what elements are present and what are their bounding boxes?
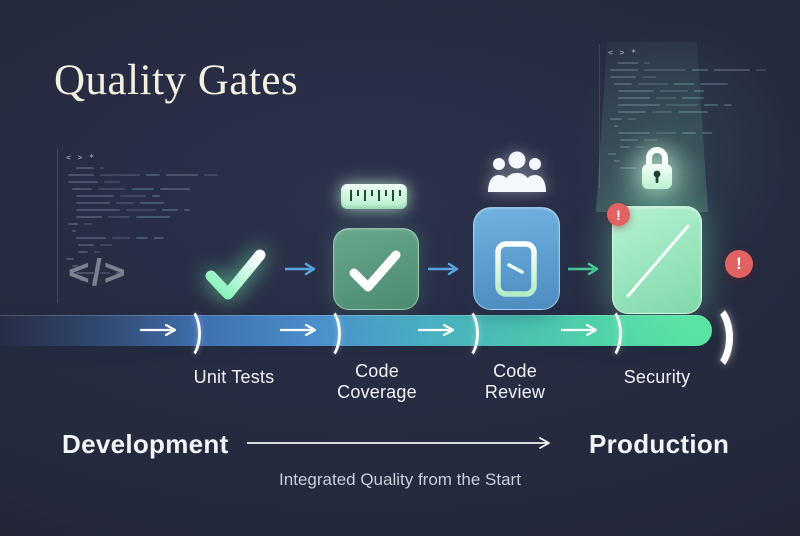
code-tag-icon: </> — [68, 252, 128, 293]
tablet-icon — [495, 241, 537, 297]
gate-label-code-coverage: Code Coverage — [337, 361, 417, 402]
alert-badge-glyph: ! — [616, 206, 621, 223]
stage-arrow-icon-2 — [428, 262, 459, 276]
development-to-production-arrow — [247, 437, 550, 449]
coverage-checkmark-icon — [349, 250, 401, 292]
code-coverage-box — [333, 228, 419, 310]
caption-text: Integrated Quality from the Start — [279, 470, 521, 489]
ruler-ticks-short — [357, 190, 401, 196]
alert-badge-icon: ! — [607, 203, 630, 226]
gate-label-code-review: Code Review — [484, 361, 546, 402]
background-code-block-right: < > * — [599, 44, 772, 188]
bar-arrow-icon-1 — [140, 323, 177, 337]
page-title: Quality Gates — [54, 57, 299, 104]
stage-arrow-icon-1 — [285, 262, 316, 276]
development-label: Development — [62, 429, 229, 459]
code-review-box — [473, 207, 560, 310]
bar-arrow-icon-2 — [280, 323, 317, 337]
production-label: Production — [589, 429, 730, 459]
gate-label-security: Security — [623, 367, 691, 387]
people-icon — [488, 151, 546, 192]
alert-circle-icon: ! — [725, 250, 753, 278]
stage-arrow-icon-3 — [568, 262, 599, 276]
bar-arrow-icon-3 — [418, 323, 455, 337]
alert-circle-glyph: ! — [736, 254, 742, 273]
bar-arrow-icon-4 — [561, 323, 598, 337]
unit-tests-checkmark-icon — [205, 249, 266, 300]
gate-label-unit-tests: Unit Tests — [193, 367, 275, 387]
lock-icon — [642, 147, 672, 189]
ruler-icon — [341, 184, 407, 209]
